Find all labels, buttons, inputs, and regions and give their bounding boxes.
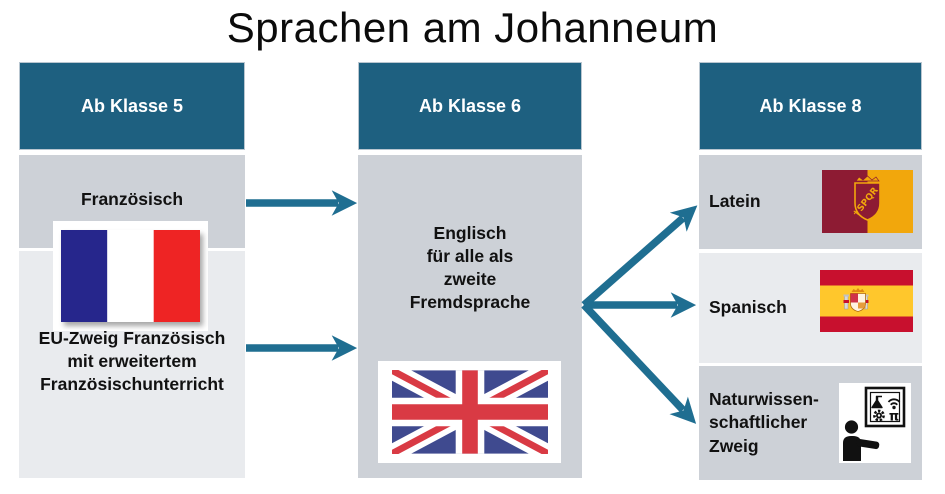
section-eu-zweig: EU-Zweig Französisch mit erweitertem Fra… bbox=[19, 251, 245, 478]
column-header-klasse5-label: Ab Klasse 5 bbox=[80, 95, 184, 116]
spain-flag-icon bbox=[820, 270, 913, 332]
column-header-klasse8-label: Ab Klasse 8 bbox=[759, 95, 862, 116]
column-header-klasse8: Ab Klasse 8 bbox=[699, 62, 922, 150]
science-teacher-svg: π bbox=[843, 386, 906, 461]
science-teacher-icon: π bbox=[839, 383, 911, 463]
spain-crest bbox=[843, 288, 869, 312]
arrow-englisch-to-naturwissenschaft bbox=[581, 302, 697, 424]
rome-flag-svg: ✝SPQR bbox=[822, 170, 913, 233]
france-flag-svg bbox=[61, 230, 200, 322]
uk-flag-icon bbox=[378, 361, 561, 463]
arrow-englisch-to-latein bbox=[581, 205, 698, 308]
section-franzoesisch-label: Französisch bbox=[80, 189, 184, 209]
svg-text:π: π bbox=[889, 410, 899, 425]
column-header-klasse5: Ab Klasse 5 bbox=[19, 62, 245, 150]
page-title: Sprachen am Johanneum bbox=[226, 4, 719, 51]
row-spanisch-label: Spanisch bbox=[709, 297, 787, 318]
row-naturwissenschaft-label: Naturwissen- schaftlicher Zweig bbox=[709, 389, 819, 456]
uk-flag-svg bbox=[391, 370, 548, 454]
section-englisch-label: Englisch für alle als zweite Fremdsprach… bbox=[409, 223, 531, 313]
spain-flag-svg bbox=[820, 270, 913, 332]
column-header-klasse6-label: Ab Klasse 6 bbox=[418, 95, 522, 116]
france-flag-icon bbox=[53, 221, 208, 331]
rome-flag-icon: ✝SPQR bbox=[822, 170, 913, 233]
row-latein-label: Latein bbox=[709, 191, 761, 212]
section-eu-zweig-label: EU-Zweig Französisch mit erweitertem Fra… bbox=[38, 328, 226, 395]
column-header-klasse6: Ab Klasse 6 bbox=[358, 62, 582, 150]
